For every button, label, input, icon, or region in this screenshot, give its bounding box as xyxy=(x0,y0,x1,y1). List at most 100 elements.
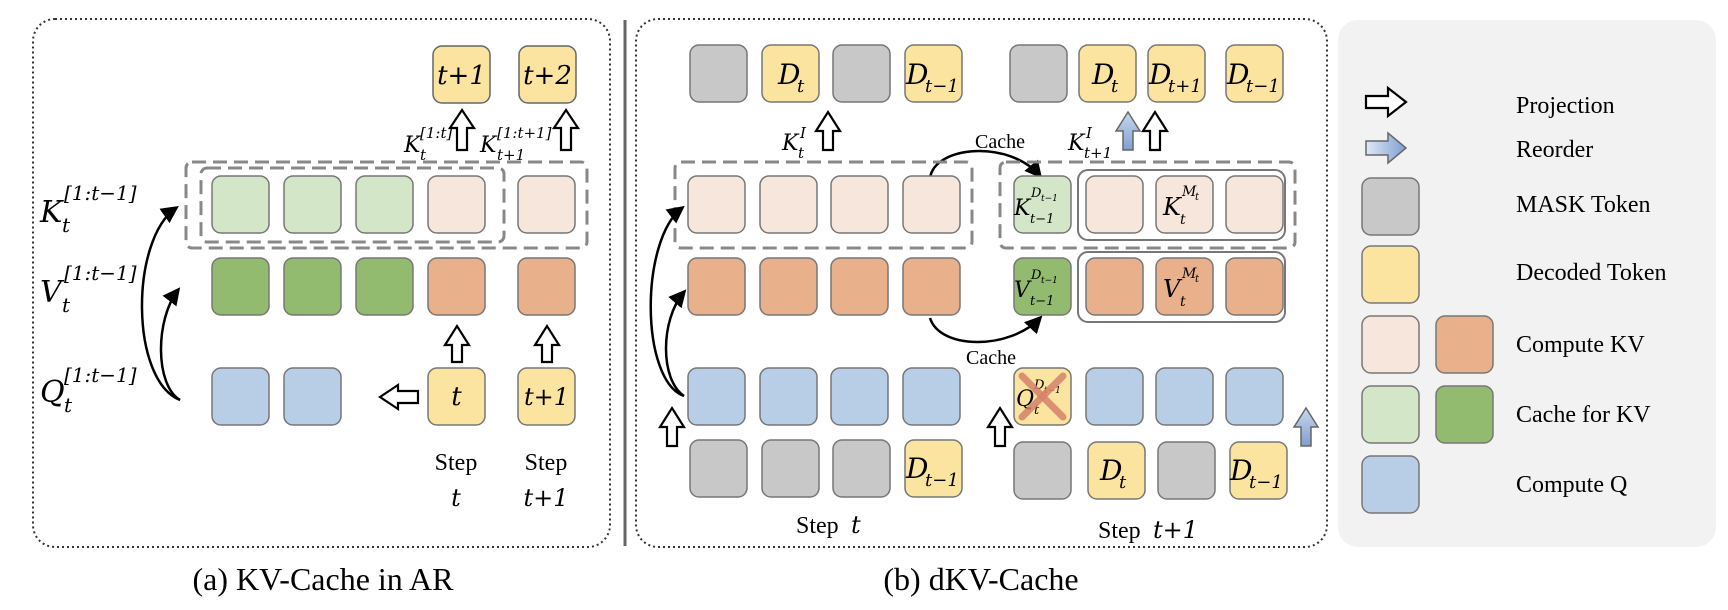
a-proj-arrow-top-2 xyxy=(551,108,581,152)
a-k-row xyxy=(211,175,576,234)
a-q-to-k-arrow xyxy=(140,205,181,402)
a-step-label-1: Step t xyxy=(435,450,478,512)
svg-text:Compute KV: Compute KV xyxy=(1516,332,1645,358)
projection-arrow-icon xyxy=(1364,85,1408,119)
svg-text:K: K xyxy=(403,133,422,158)
legend-compute-q: Compute Q xyxy=(1361,455,1627,514)
b-top-left-d-t: Dt xyxy=(777,58,805,97)
svg-text:t: t xyxy=(451,484,461,512)
b-reorder-arrow-bottom xyxy=(1292,406,1320,447)
legend-panel xyxy=(1338,20,1716,547)
b-kl-left-label: K t I xyxy=(781,124,807,162)
svg-text:t: t xyxy=(1195,274,1200,285)
reorder-arrow-icon xyxy=(1365,131,1408,165)
svg-text:t−1: t−1 xyxy=(1041,276,1058,286)
svg-text:t: t xyxy=(851,511,861,539)
b-top-right-row xyxy=(1009,44,1284,103)
a-q-to-v-arrow xyxy=(159,287,181,402)
a-proj-label-2: K t+1 [1:t+1] xyxy=(479,124,552,164)
b-k-mask-label: K t M t xyxy=(1162,184,1200,228)
b-k-cached-cell: K t−1 D t−1 xyxy=(1013,175,1072,234)
b-q-crossed-cell: Q t D t−1 xyxy=(1013,367,1072,426)
svg-text:Decoded Token: Decoded Token xyxy=(1516,260,1667,286)
a-proj-arrow-left xyxy=(378,382,420,412)
a-k-dashed-inner xyxy=(199,166,506,244)
svg-text:t−1: t−1 xyxy=(1041,194,1058,204)
b-k-mask-group xyxy=(1077,169,1286,241)
svg-text:K: K xyxy=(1067,131,1086,156)
svg-text:D: D xyxy=(1091,58,1114,91)
a-output-token-1: t+1 xyxy=(432,45,491,104)
svg-text:t: t xyxy=(1195,192,1200,203)
svg-text:t+1: t+1 xyxy=(497,146,525,164)
b-cache-top-arrow xyxy=(928,149,1043,179)
svg-text:K: K xyxy=(1013,196,1032,221)
svg-text:I: I xyxy=(799,124,807,142)
b-step-left: Step t xyxy=(796,511,861,539)
svg-text:[1:t−1]: [1:t−1] xyxy=(64,261,137,285)
a-proj-arrow-top-1 xyxy=(447,108,477,152)
caption-a: (a) KV-Cache in AR xyxy=(193,561,455,597)
b-top-right-d-t-1: Dt−1 xyxy=(1226,58,1280,97)
b-q-row-right xyxy=(1085,367,1284,426)
a-q-row xyxy=(211,367,342,426)
svg-text:t: t xyxy=(62,213,71,237)
svg-text:Step: Step xyxy=(1098,518,1141,544)
legend-mask-token: MASK Token xyxy=(1361,177,1651,236)
b-proj-arrow-bottom-left xyxy=(658,405,686,448)
svg-text:D: D xyxy=(1226,58,1249,91)
b-v-mask-label: V t M t xyxy=(1163,266,1200,310)
a-proj-arrow-mid-1 xyxy=(443,323,471,364)
svg-text:Q: Q xyxy=(40,375,65,410)
svg-text:Step: Step xyxy=(525,450,568,476)
svg-text:t−1: t−1 xyxy=(1030,294,1054,309)
svg-text:[1:t−1]: [1:t−1] xyxy=(64,181,137,205)
svg-text:t: t xyxy=(451,382,462,412)
svg-text:M: M xyxy=(1181,266,1197,282)
svg-text:K: K xyxy=(781,131,800,156)
svg-text:[1:t]: [1:t] xyxy=(420,124,452,142)
svg-text:V: V xyxy=(40,275,65,310)
b-q-row-left xyxy=(687,367,961,426)
svg-text:t+1: t+1 xyxy=(437,61,486,91)
svg-text:D: D xyxy=(1229,454,1252,487)
caption-b: (b) dKV-Cache xyxy=(883,561,1078,597)
svg-text:t−1: t−1 xyxy=(1246,76,1280,97)
svg-text:[1:t−1]: [1:t−1] xyxy=(64,363,137,387)
a-q-label: Q t [1:t−1] xyxy=(40,363,137,417)
b-v-cached-cell: V t−1 D t−1 xyxy=(1013,257,1072,316)
svg-text:D: D xyxy=(1099,454,1122,487)
svg-text:D: D xyxy=(777,58,800,91)
svg-text:t: t xyxy=(62,293,71,317)
b-q-to-v-arrow xyxy=(664,289,687,398)
b-v-mask-row xyxy=(1085,257,1284,316)
b-bottom-right-d-t: Dt xyxy=(1099,454,1127,493)
a-proj-label-1: K t [1:t] xyxy=(403,124,452,164)
a-output-token-2: t+2 xyxy=(518,45,577,104)
svg-text:t: t xyxy=(420,146,427,164)
svg-text:Step: Step xyxy=(435,450,478,476)
svg-text:D: D xyxy=(1148,58,1171,91)
b-reorder-arrow-top xyxy=(1114,110,1142,151)
a-k-dashed-outer xyxy=(184,160,589,250)
svg-text:I: I xyxy=(1085,124,1093,142)
b-proj-arrow-bottom-right xyxy=(986,405,1014,448)
svg-text:V: V xyxy=(1014,278,1032,303)
svg-text:t+1: t+1 xyxy=(1168,76,1202,97)
svg-text:V: V xyxy=(1163,275,1183,303)
svg-text:Reorder: Reorder xyxy=(1516,137,1593,163)
b-v-row-left xyxy=(687,257,961,316)
b-top-left-d-t-1: Dt−1 xyxy=(905,58,959,97)
svg-text:M: M xyxy=(1181,184,1197,200)
svg-text:t+1: t+1 xyxy=(523,484,568,512)
b-kl-right-label: K t+1 I xyxy=(1067,124,1112,162)
b-bottom-left-d-t-1: Dt−1 xyxy=(905,452,959,491)
svg-text:K: K xyxy=(1162,193,1183,221)
svg-text:Cache for KV: Cache for KV xyxy=(1516,402,1651,428)
b-top-left-row xyxy=(689,44,963,103)
svg-text:t: t xyxy=(64,393,73,417)
legend-cache-kv: Cache for KV xyxy=(1361,385,1651,444)
b-k-row-left xyxy=(687,175,961,234)
svg-text:t−1: t−1 xyxy=(925,76,959,97)
a-proj-arrow-mid-2 xyxy=(533,323,561,364)
